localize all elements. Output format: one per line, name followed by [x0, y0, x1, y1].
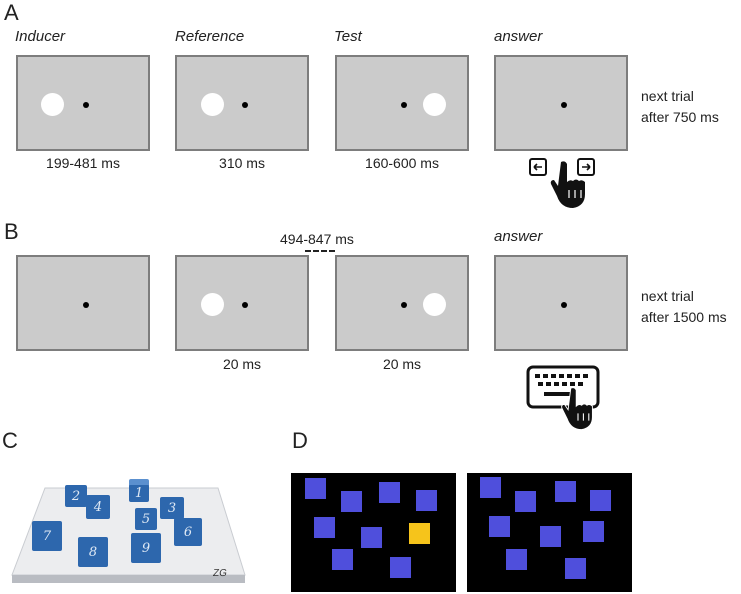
screen-reference-b	[175, 255, 309, 351]
corsi-square	[314, 517, 335, 538]
corsi-cube-6: 6	[174, 518, 202, 546]
corsi-square	[565, 558, 586, 579]
corsi-cube-7: 7	[32, 521, 62, 551]
fixation-dot	[242, 102, 248, 108]
next-trial-line2: after 1500 ms	[641, 309, 727, 325]
panel-letter-b: B	[4, 219, 19, 244]
pointing-hand-icon	[550, 161, 585, 208]
panel-letter-c: C	[2, 428, 18, 453]
next-trial-line1: next trial	[641, 288, 694, 304]
label-answer-a: answer	[494, 28, 543, 45]
corsi-square	[555, 481, 576, 502]
corsi-square	[583, 521, 604, 542]
timing-test-b: 20 ms	[382, 356, 422, 372]
corsi-square	[361, 527, 382, 548]
next-trial-b: next trial after 1500 ms	[641, 286, 727, 328]
fixation-dot	[561, 102, 567, 108]
corsi-cube-4: 4	[86, 495, 110, 519]
corsi-square	[590, 490, 611, 511]
screen-answer-a	[494, 55, 628, 151]
stimulus-disk	[41, 93, 64, 116]
board-mark: ZG	[212, 568, 228, 579]
corsi-square	[480, 477, 501, 498]
corsi-cube-2: 2	[65, 485, 87, 507]
screen-test-b	[335, 255, 469, 351]
corsi-square	[416, 490, 437, 511]
panel-letter-a: A	[4, 0, 19, 25]
corsi-square	[390, 557, 411, 578]
fixation-dot	[83, 102, 89, 108]
screen-fixation-b	[16, 255, 150, 351]
corsi-square	[379, 482, 400, 503]
stimulus-disk	[423, 93, 446, 116]
timing-reference: 310 ms	[219, 155, 265, 171]
fixation-dot	[561, 302, 567, 308]
screen-inducer	[16, 55, 150, 151]
stimulus-disk	[201, 293, 224, 316]
screen-reference	[175, 55, 309, 151]
fixation-dot	[242, 302, 248, 308]
corsi-square	[332, 549, 353, 570]
keyboard-icon	[526, 365, 600, 409]
pointing-hand-icon	[561, 387, 593, 431]
label-inducer: Inducer	[15, 28, 66, 45]
fixation-dot	[401, 102, 407, 108]
corsi-cube-8: 8	[78, 537, 108, 567]
panel-letter-d: D	[292, 428, 308, 453]
corsi-board-photo: 1 2 3 4 5 6 7 8 9 ZG	[0, 455, 270, 593]
stimulus-disk	[201, 93, 224, 116]
isi-label: 494-847 ms	[280, 231, 354, 247]
next-trial-line1: next trial	[641, 88, 694, 104]
timing-test: 160-600 ms	[365, 155, 439, 171]
right-arrow-key-icon	[577, 158, 595, 176]
fixation-dot	[83, 302, 89, 308]
next-trial-line2: after 750 ms	[641, 109, 719, 125]
stimulus-disk	[423, 293, 446, 316]
corsi-cube-9: 9	[131, 533, 161, 563]
corsi-square-highlighted	[409, 523, 430, 544]
left-arrow-key-icon	[529, 158, 547, 176]
corsi-cube-3: 3	[160, 497, 184, 519]
corsi-cube-5: 5	[135, 508, 157, 530]
label-reference: Reference	[175, 28, 245, 45]
screen-test	[335, 55, 469, 151]
digital-corsi-screen-1	[291, 473, 456, 592]
next-trial-a: next trial after 750 ms	[641, 86, 719, 128]
timing-inducer: 199-481 ms	[46, 155, 120, 171]
screen-answer-b	[494, 255, 628, 351]
corsi-square	[506, 549, 527, 570]
label-test: Test	[334, 28, 362, 45]
digital-corsi-screen-2	[467, 473, 632, 592]
label-answer-b: answer	[494, 228, 543, 245]
corsi-square	[540, 526, 561, 547]
corsi-square	[489, 516, 510, 537]
corsi-square	[341, 491, 362, 512]
fixation-dot	[401, 302, 407, 308]
corsi-cube-1: 1	[129, 479, 149, 502]
corsi-square	[305, 478, 326, 499]
timing-reference-b: 20 ms	[222, 356, 262, 372]
isi-dash-line	[305, 250, 335, 252]
corsi-square	[515, 491, 536, 512]
